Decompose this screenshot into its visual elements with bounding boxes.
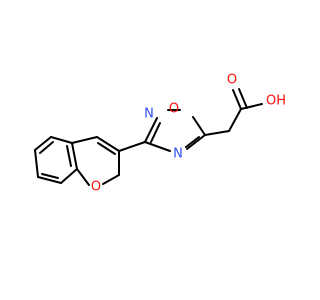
bond bbox=[204, 130, 230, 136]
bond bbox=[144, 141, 171, 152]
chromene-oxygen-label: O bbox=[91, 180, 101, 195]
bond bbox=[34, 149, 39, 178]
bond bbox=[34, 136, 52, 151]
double-bond-inner bbox=[39, 141, 54, 154]
carbonyl-bond bbox=[232, 89, 242, 110]
double-bond-inner bbox=[41, 173, 59, 179]
bond bbox=[71, 136, 98, 144]
bond bbox=[96, 136, 120, 152]
oxadiazole-nitrogen-4-label: N bbox=[173, 147, 183, 162]
pyran-ring bbox=[71, 136, 120, 186]
double-bond-inner bbox=[150, 122, 161, 143]
ring-link-bond bbox=[118, 141, 146, 152]
molecule-svg: O N N O O OH bbox=[34, 73, 286, 195]
bond bbox=[102, 174, 120, 185]
molecule-structure-diagram: O N N O O OH bbox=[34, 73, 286, 195]
hydroxyl-bond bbox=[240, 103, 263, 110]
carbonyl-oxygen-label: O bbox=[227, 73, 237, 88]
bond bbox=[37, 176, 62, 184]
bond bbox=[50, 136, 73, 144]
oxadiazole-ring bbox=[144, 109, 206, 152]
bond bbox=[186, 134, 206, 150]
bond bbox=[76, 168, 90, 186]
carbonyl-bond-2 bbox=[238, 88, 248, 109]
bond bbox=[60, 168, 78, 184]
acetic-acid-chain bbox=[204, 88, 263, 136]
double-bond-inner bbox=[66, 145, 72, 167]
bond bbox=[71, 142, 78, 170]
bond bbox=[144, 117, 158, 143]
bond bbox=[228, 108, 242, 132]
oxadiazole-nitrogen-2-label: N bbox=[144, 107, 154, 122]
oxadiazole-oxygen-label: O bbox=[169, 102, 179, 117]
hydroxyl-label: OH bbox=[266, 94, 286, 109]
double-bond-inner bbox=[185, 136, 200, 148]
bond bbox=[192, 116, 206, 136]
double-bond-inner bbox=[97, 142, 116, 155]
benzene-ring bbox=[34, 136, 78, 184]
